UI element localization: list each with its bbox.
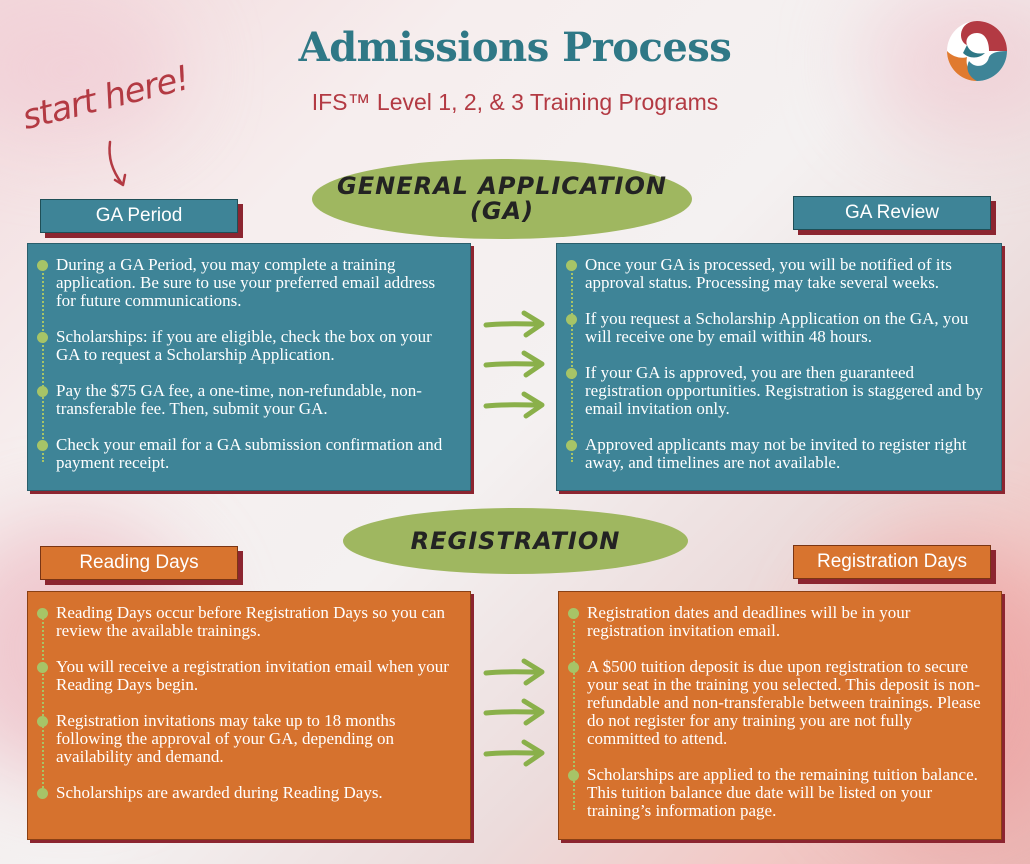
ga-review-list: Once your GA is processed, you will be n… xyxy=(566,256,989,472)
ga-period-box: During a GA Period, you may complete a t… xyxy=(27,243,471,491)
list-item: If your GA is approved, you are then gua… xyxy=(566,364,989,418)
list-item: During a GA Period, you may complete a t… xyxy=(37,256,458,310)
ga-period-tag: GA Period xyxy=(40,199,238,233)
page-subtitle: IFS™ Level 1, 2, & 3 Training Programs xyxy=(311,89,719,115)
list-item: Scholarships are awarded during Reading … xyxy=(37,784,458,802)
right-arrow-icon xyxy=(483,391,545,419)
ga-period-tag-label: GA Period xyxy=(95,205,183,226)
page-title: Admissions Process xyxy=(298,24,732,71)
reading-days-tag-label: Reading Days xyxy=(79,552,199,573)
registration-days-tag-label: Registration Days xyxy=(817,551,967,572)
ga-review-tag: GA Review xyxy=(793,196,991,230)
list-item: If you request a Scholarship Application… xyxy=(566,310,989,346)
list-item: Scholarships: if you are eligible, check… xyxy=(37,328,458,364)
list-item: Scholarships are applied to the remainin… xyxy=(568,766,989,820)
list-item: Reading Days occur before Registration D… xyxy=(37,604,458,640)
right-arrow-icon xyxy=(483,350,545,378)
list-item: A $500 tuition deposit is due upon regis… xyxy=(568,658,989,748)
list-item: Approved applicants may not be invited t… xyxy=(566,436,989,472)
list-item: Once your GA is processed, you will be n… xyxy=(566,256,989,292)
right-arrow-icon xyxy=(483,310,545,338)
right-arrow-icon xyxy=(483,698,545,726)
list-item: Pay the $75 GA fee, a one-time, non-refu… xyxy=(37,382,458,418)
registration-days-list: Registration dates and deadlines will be… xyxy=(568,604,989,820)
registration-days-tag: Registration Days xyxy=(793,545,991,579)
list-item: You will receive a registration invitati… xyxy=(37,658,458,694)
ga-period-list: During a GA Period, you may complete a t… xyxy=(37,256,458,472)
right-arrow-icon xyxy=(483,658,545,686)
reading-days-list: Reading Days occur before Registration D… xyxy=(37,604,458,802)
ga-review-box: Once your GA is processed, you will be n… xyxy=(556,243,1002,491)
registration-days-box: Registration dates and deadlines will be… xyxy=(558,591,1002,840)
general-application-heading: GENERAL APPLICATION (GA) xyxy=(312,159,692,239)
list-item: Check your email for a GA submission con… xyxy=(37,436,458,472)
reading-days-box: Reading Days occur before Registration D… xyxy=(27,591,471,840)
reading-days-tag: Reading Days xyxy=(40,546,238,580)
list-item: Registration invitations may take up to … xyxy=(37,712,458,766)
curved-arrow-icon xyxy=(108,140,127,187)
ga-review-tag-label: GA Review xyxy=(845,202,939,223)
registration-heading-text: REGISTRATION xyxy=(410,526,621,555)
registration-heading: REGISTRATION xyxy=(343,508,688,574)
right-arrow-icon xyxy=(483,739,545,767)
general-application-heading-text: GENERAL APPLICATION (GA) xyxy=(337,172,667,225)
list-item: Registration dates and deadlines will be… xyxy=(568,604,989,640)
logo-icon xyxy=(947,21,1007,81)
